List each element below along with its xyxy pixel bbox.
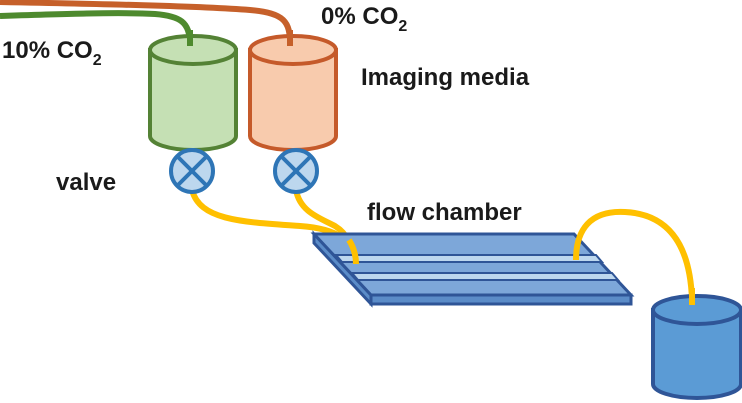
flow-chamber [310, 230, 635, 308]
tube-chamber-to-waste [573, 208, 695, 301]
reservoir-10-co2 [148, 34, 238, 152]
reservoir-0-co2 [248, 34, 338, 152]
co2-10-subscript: 2 [93, 52, 102, 69]
co2-0-gas-line [0, 0, 293, 45]
flow-chamber-label: flow chamber [367, 199, 522, 226]
co2-10-gas-line [0, 10, 193, 45]
valve-2 [273, 148, 319, 194]
imaging-media-label: Imaging media [361, 64, 530, 91]
waste-container [651, 294, 742, 400]
valve-1 [169, 148, 215, 194]
co2-0-subscript: 2 [398, 18, 407, 35]
co2-10-label: 10% CO2 [2, 37, 102, 69]
valve-label: valve [56, 169, 116, 196]
co2-0-label: 0% CO2 [321, 3, 407, 35]
tube-chamber-inlet [346, 238, 359, 265]
